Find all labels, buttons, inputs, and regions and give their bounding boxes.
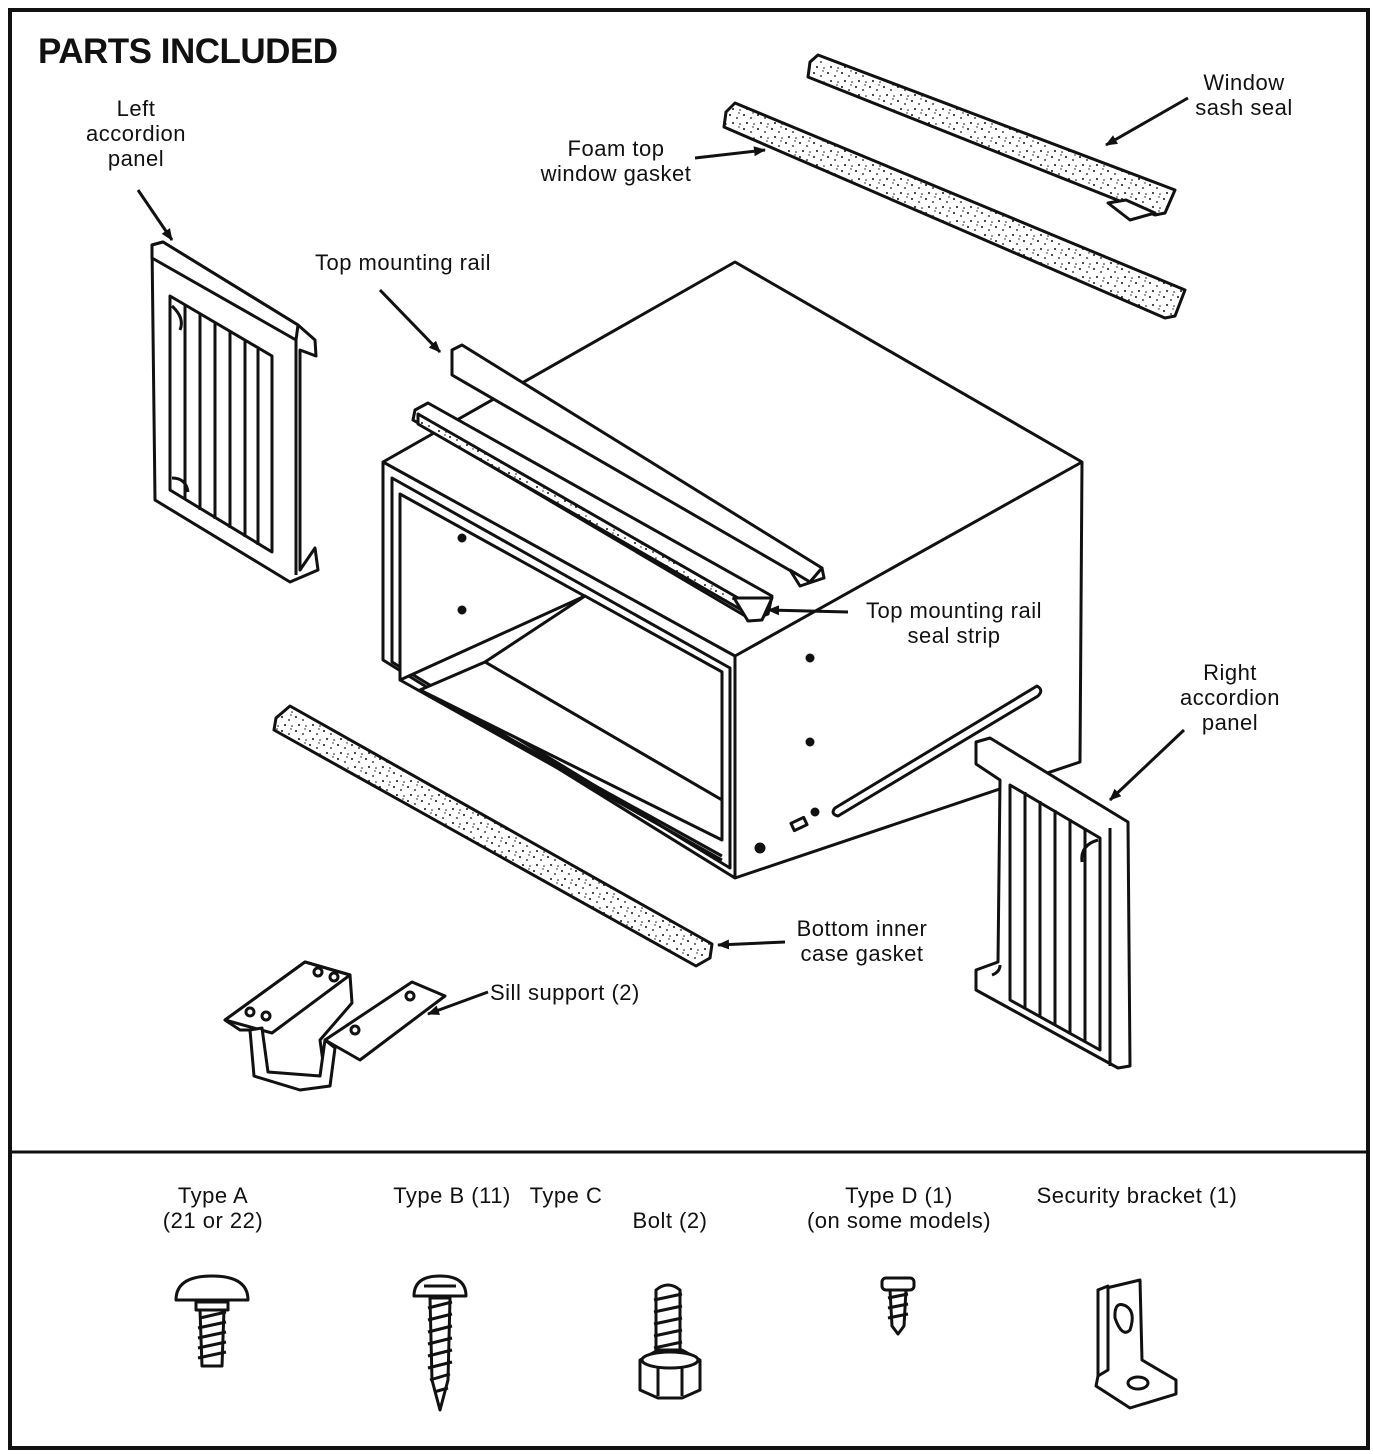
label-type-a: Type A (21 or 22)	[162, 1183, 264, 1233]
label-bolt: Bolt (2)	[632, 1208, 708, 1233]
label-type-b: Type B (11)	[393, 1183, 511, 1208]
arrow-top-mounting-rail	[378, 288, 442, 354]
label-window-sash-seal: Window sash seal	[1195, 70, 1293, 120]
arrow-top-mounting-rail-seal-strip	[767, 605, 849, 616]
arrow-right-accordion-panel	[1108, 728, 1186, 802]
arrow-left-accordion-panel	[136, 189, 174, 241]
arrow-foam-top-window-gasket	[694, 146, 766, 160]
security-bracket	[1094, 1278, 1178, 1410]
foam-top-window-gasket	[722, 101, 1187, 320]
bolt	[638, 1283, 702, 1400]
label-sill-support: Sill support (2)	[490, 980, 640, 1005]
window-air-conditioner-cabinet	[381, 260, 1084, 880]
right-accordion-panel	[974, 736, 1132, 1070]
arrow-sill-support	[427, 990, 489, 1016]
type-a-screw	[174, 1274, 250, 1368]
top-mounting-rail	[450, 343, 826, 588]
label-top-mounting-rail-seal-strip: Top mounting rail seal strip	[865, 598, 1043, 648]
label-bottom-inner-case-gasket: Bottom inner case gasket	[796, 916, 928, 966]
label-security-bracket: Security bracket (1)	[1036, 1183, 1238, 1208]
outer-border	[8, 8, 1370, 1450]
arrow-bottom-inner-case-gasket	[717, 939, 786, 950]
window-sash-seal	[806, 53, 1177, 222]
page-title: PARTS INCLUDED	[38, 32, 338, 71]
label-right-accordion-panel: Right accordion panel	[1180, 660, 1280, 735]
type-d-screw	[880, 1276, 916, 1336]
label-left-accordion-panel: Left accordion panel	[86, 96, 186, 171]
label-top-mounting-rail: Top mounting rail	[314, 250, 492, 275]
label-foam-top-window-gasket: Foam top window gasket	[540, 136, 692, 186]
left-accordion-panel	[150, 240, 320, 584]
arrow-window-sash-seal	[1105, 96, 1189, 147]
type-b-screw	[412, 1274, 468, 1412]
sill-support	[223, 960, 447, 1092]
label-type-c: Type C	[529, 1183, 603, 1208]
bottom-inner-case-gasket	[272, 704, 714, 968]
label-type-d: Type D (1) (on some models)	[806, 1183, 992, 1233]
